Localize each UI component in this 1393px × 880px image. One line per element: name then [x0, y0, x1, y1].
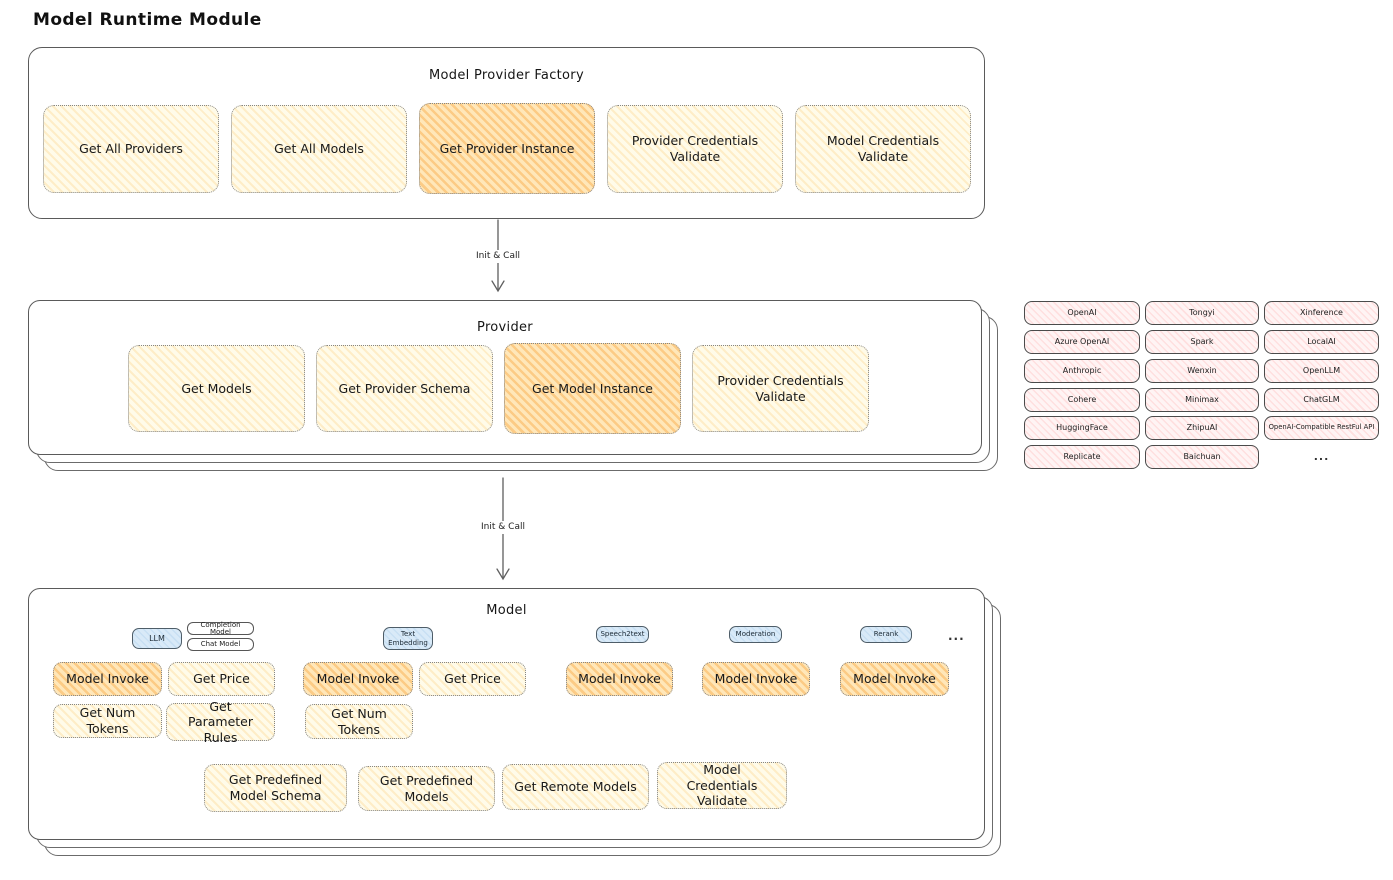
provider-method-provider-credentials-validate: Provider Credentials Validate: [692, 345, 869, 432]
factory-method-get-all-models: Get All Models: [231, 105, 407, 193]
page-title: Model Runtime Module: [33, 10, 262, 30]
model-method-speech2text-model-invoke: Model Invoke: [566, 662, 673, 696]
provider-item-openai-compatible-restful-api: OpenAI-Compatible RestFul API: [1264, 416, 1379, 440]
provider-item-openllm: OpenLLM: [1264, 359, 1379, 383]
arrowhead-provider-to-model: [496, 568, 510, 581]
provider-method-get-models: Get Models: [128, 345, 305, 432]
provider-method-get-provider-schema: Get Provider Schema: [316, 345, 493, 432]
model-method-llm-get-price: Get Price: [168, 662, 275, 696]
factory-title: Model Provider Factory: [429, 68, 584, 83]
model-tab-speech2text: Speech2text: [596, 626, 649, 643]
model-tab-rerank: Rerank: [860, 626, 912, 643]
model-method-llm-get-num-tokens: Get Num Tokens: [53, 704, 162, 738]
model-method-get-predefined-models: Get Predefined Models: [358, 766, 495, 811]
model-title: Model: [486, 603, 527, 618]
factory-method-get-all-providers: Get All Providers: [43, 105, 219, 193]
model-method-rerank-model-invoke: Model Invoke: [840, 662, 949, 696]
model-method-moderation-model-invoke: Model Invoke: [702, 662, 810, 696]
provider-item-localai: LocalAI: [1264, 330, 1379, 354]
arrowhead-factory-to-provider: [491, 280, 505, 293]
provider-item-chatglm: ChatGLM: [1264, 388, 1379, 412]
provider-item-minimax: Minimax: [1145, 388, 1259, 412]
factory-method-get-provider-instance: Get Provider Instance: [419, 103, 595, 194]
factory-method-model-credentials-validate: Model Credentials Validate: [795, 105, 971, 193]
model-tab-completion-model: Completion Model: [187, 621, 254, 635]
model-tab-llm: LLM: [132, 628, 182, 649]
provider-item-huggingface: HuggingFace: [1024, 416, 1140, 440]
provider-item-xinference: Xinference: [1264, 301, 1379, 325]
provider-list-ellipsis: ...: [1313, 450, 1330, 463]
provider-title: Provider: [477, 320, 533, 335]
provider-item-azure-openai: Azure OpenAI: [1024, 330, 1140, 354]
provider-item-replicate: Replicate: [1024, 445, 1140, 469]
arrow-label-init-call-1: Init & Call: [458, 250, 538, 263]
model-tab-chat-model: Chat Model: [187, 638, 254, 651]
provider-method-get-model-instance: Get Model Instance: [504, 343, 681, 434]
model-tab-text-embedding: Text Embedding: [383, 627, 433, 650]
model-tabs-ellipsis: ...: [948, 629, 965, 643]
model-method-model-credentials-validate: Model Credentials Validate: [657, 762, 787, 809]
factory-method-provider-credentials-validate: Provider Credentials Validate: [607, 105, 783, 193]
model-method-embedding-model-invoke: Model Invoke: [303, 662, 413, 696]
model-method-llm-model-invoke: Model Invoke: [53, 662, 162, 696]
provider-item-cohere: Cohere: [1024, 388, 1140, 412]
provider-item-zhipuai: ZhipuAI: [1145, 416, 1259, 440]
provider-item-baichuan: Baichuan: [1145, 445, 1259, 469]
arrow-label-init-call-2: Init & Call: [463, 521, 543, 534]
model-method-embedding-get-price: Get Price: [419, 662, 526, 696]
model-method-embedding-get-num-tokens: Get Num Tokens: [305, 704, 413, 739]
provider-item-anthropic: Anthropic: [1024, 359, 1140, 383]
provider-item-spark: Spark: [1145, 330, 1259, 354]
model-method-get-remote-models: Get Remote Models: [502, 764, 649, 810]
provider-item-tongyi: Tongyi: [1145, 301, 1259, 325]
model-tab-moderation: Moderation: [729, 626, 782, 643]
model-method-llm-get-parameter-rules: Get Parameter Rules: [166, 699, 275, 745]
model-method-get-predefined-model-schema: Get Predefined Model Schema: [204, 764, 347, 812]
provider-item-openai: OpenAI: [1024, 301, 1140, 325]
provider-item-wenxin: Wenxin: [1145, 359, 1259, 383]
